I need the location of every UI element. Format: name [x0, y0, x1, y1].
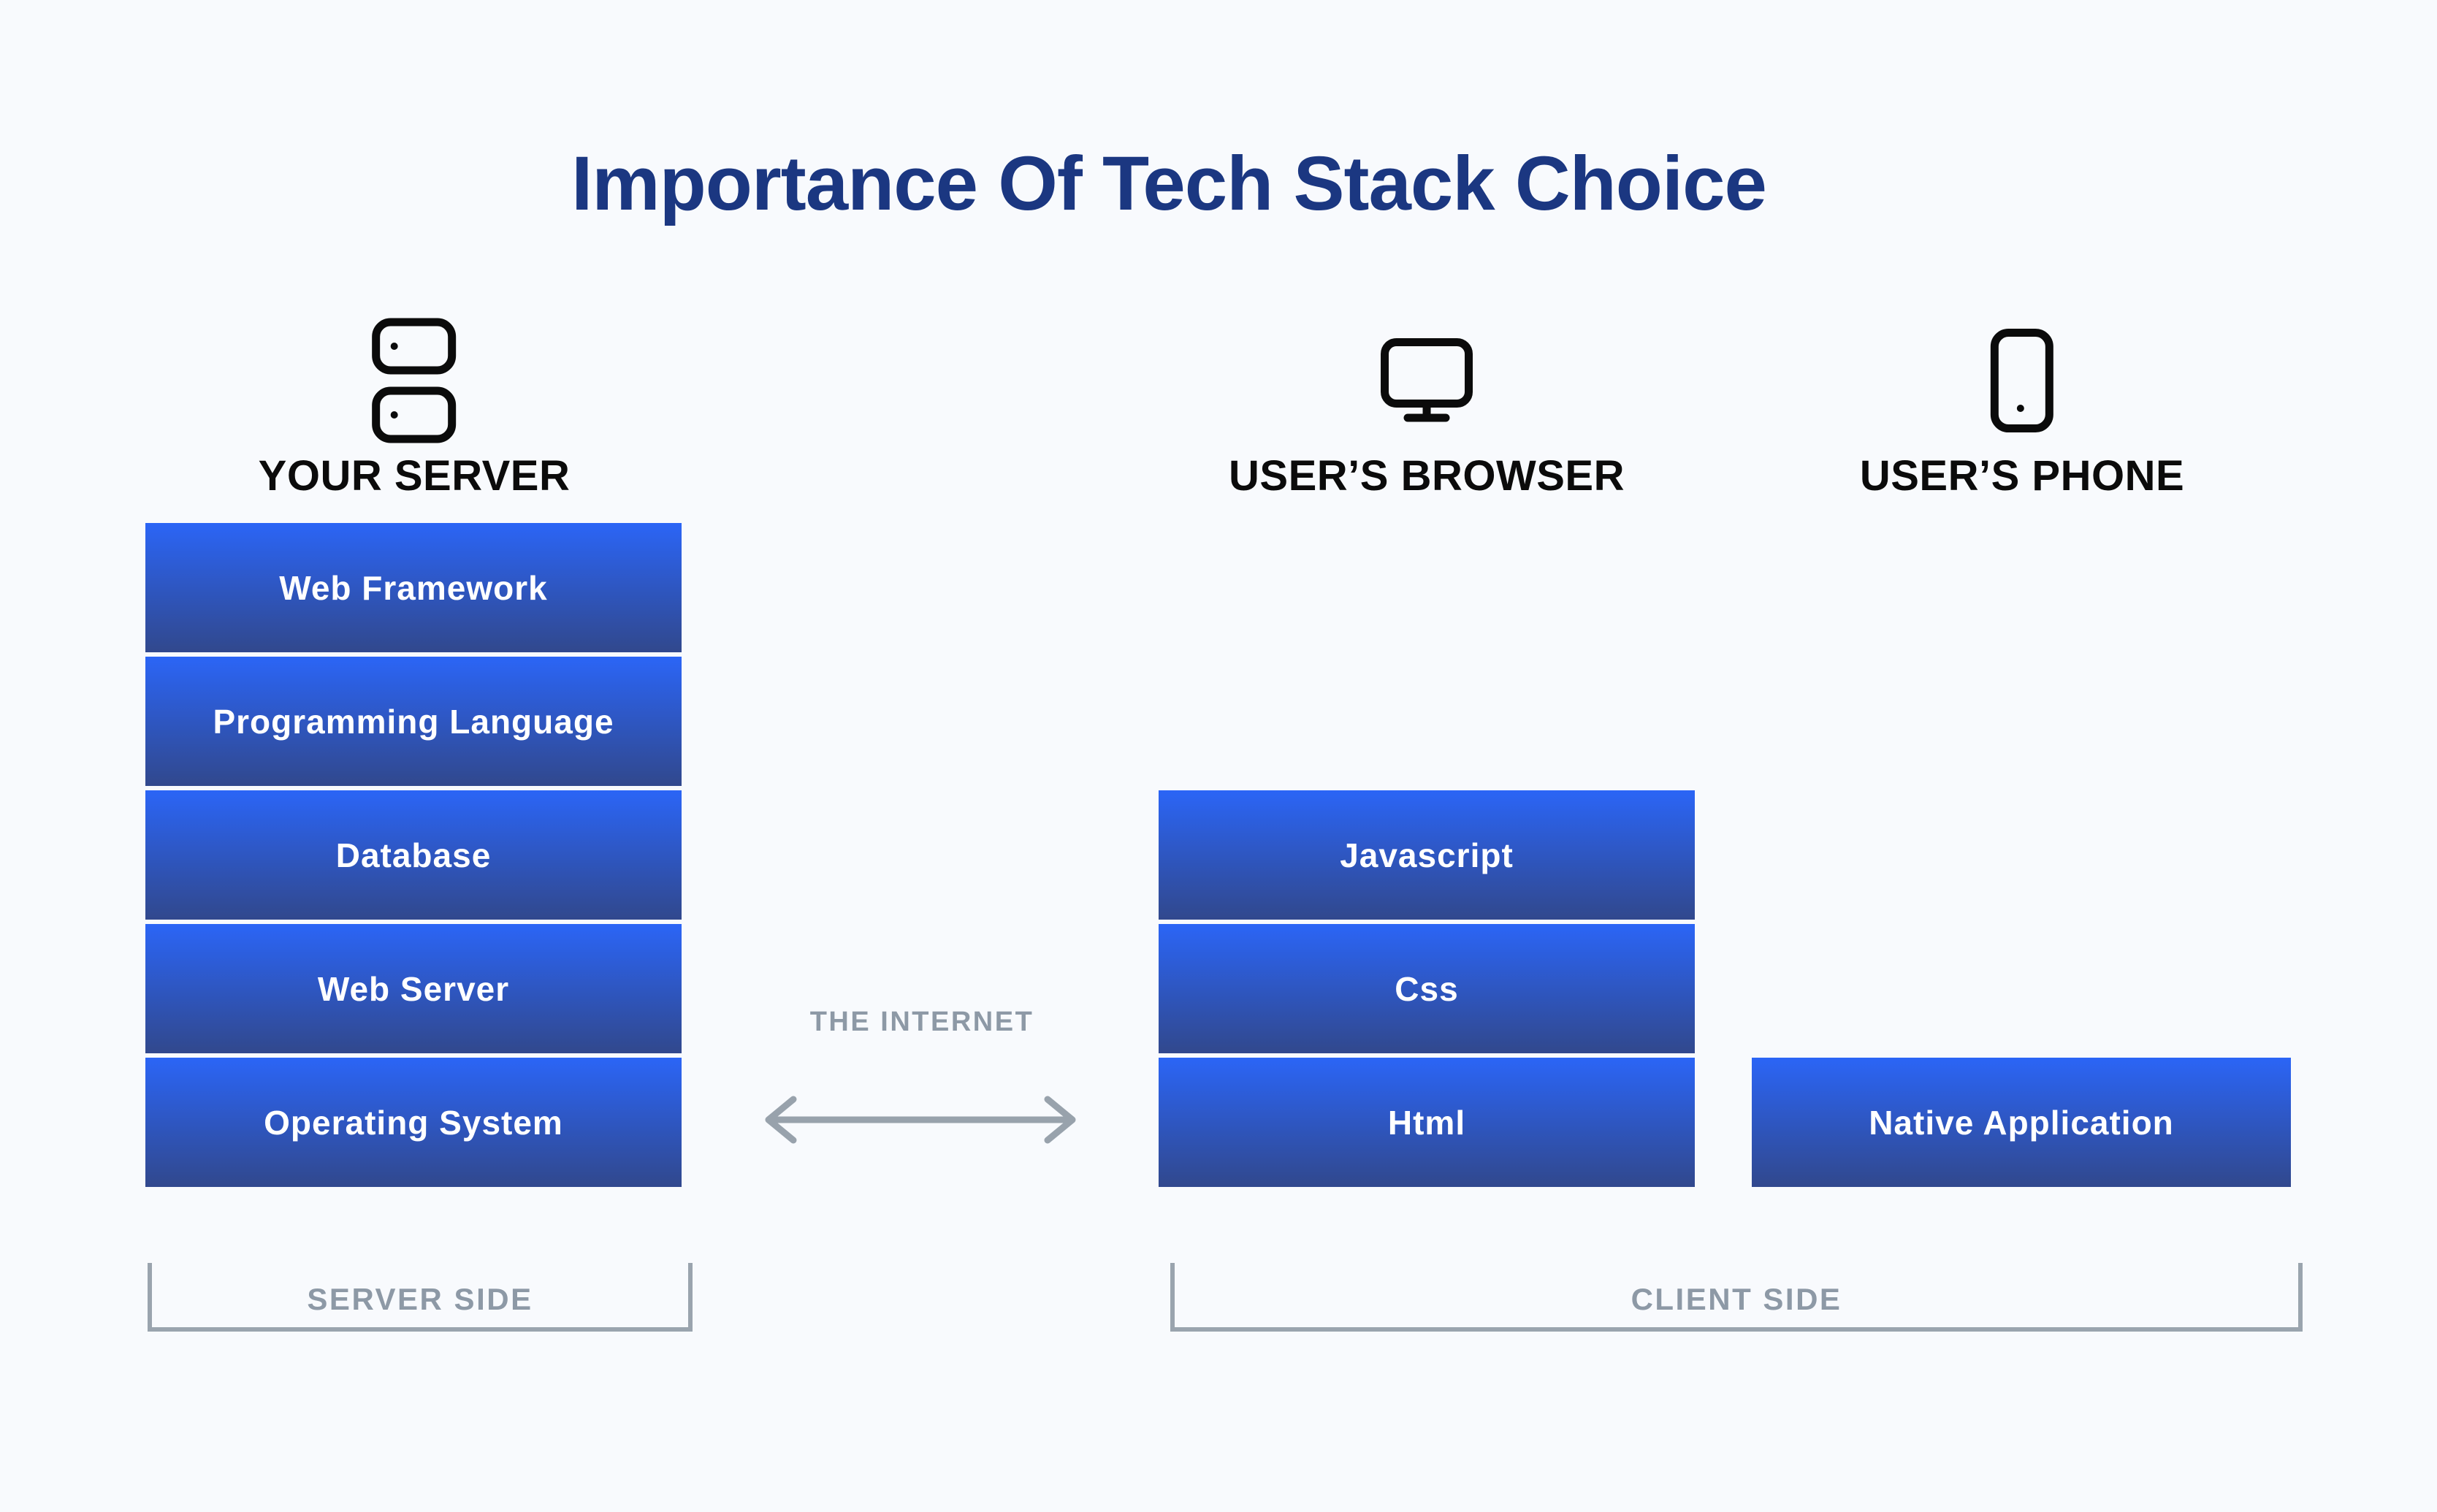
internet-label: THE INTERNET [809, 1007, 1034, 1037]
stack-box-native-application: Native Application [1752, 1058, 2291, 1187]
stack-box-database: Database [145, 790, 682, 920]
browser-column-label: USER’S BROWSER [1229, 452, 1625, 500]
stack-box-operating-system: Operating System [145, 1058, 682, 1187]
phone-column-label: USER’S PHONE [1859, 452, 2185, 500]
server-icon-svg [372, 318, 457, 443]
stack-box-javascript: Javascript [1159, 790, 1695, 920]
browser-column-header: USER’S BROWSER [1229, 316, 1625, 500]
page-title: Importance Of Tech Stack Choice [571, 141, 1767, 227]
server-column-label: YOUR SERVER [258, 452, 571, 500]
stack-box-css: Css [1159, 924, 1695, 1053]
server-side-label: SERVER SIDE [307, 1282, 533, 1316]
monitor-icon-svg [1380, 338, 1473, 422]
stack-box-web-framework: Web Framework [145, 523, 682, 652]
phone-icon [1990, 316, 2054, 446]
internet-double-arrow-icon [765, 1096, 1076, 1144]
stack-box-html: Html [1159, 1058, 1695, 1187]
server-column-header: YOUR SERVER [259, 316, 571, 500]
server-side-bracket: SERVER SIDE [148, 1263, 693, 1332]
client-side-bracket: CLIENT SIDE [1170, 1263, 2303, 1332]
monitor-icon [1379, 316, 1474, 446]
stack-box-programming-language: Programming Language [145, 657, 682, 786]
server-icon [372, 316, 457, 446]
stack-box-web-server: Web Server [145, 924, 682, 1053]
phone-column-header: USER’S PHONE [1860, 316, 2184, 500]
client-side-label: CLIENT SIDE [1631, 1282, 1842, 1316]
phone-icon-svg [1990, 329, 2053, 432]
